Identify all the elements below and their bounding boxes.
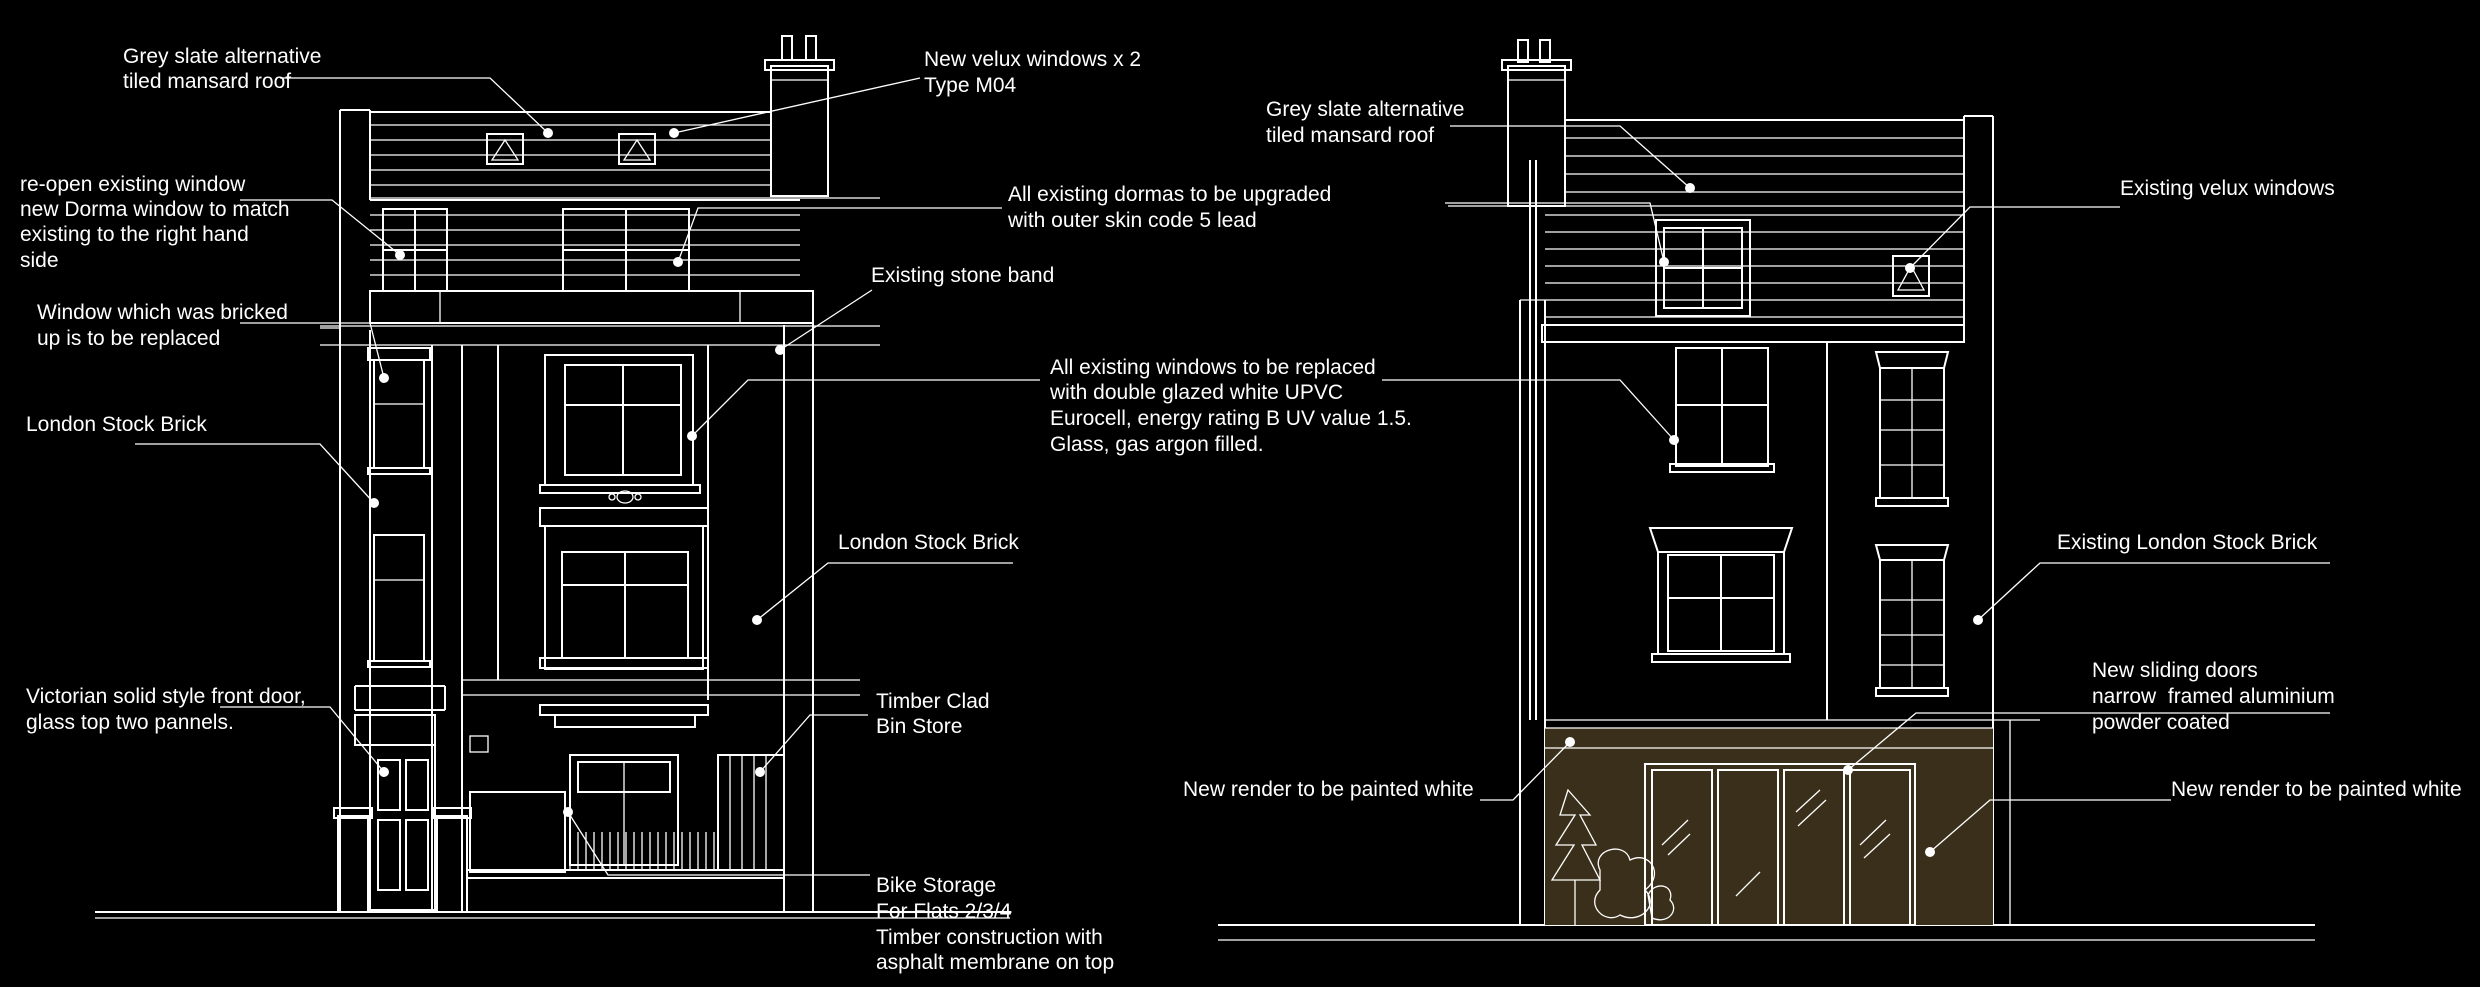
note-brick-left: London Stock Brick (26, 413, 207, 436)
note-rear-brick: Existing London Stock Brick (2057, 531, 2318, 554)
note-front-roof: Grey slate alternative tiled mansard roo… (123, 45, 327, 93)
rear-mansard-roof (1448, 115, 1994, 925)
front-facade (320, 290, 860, 913)
note-render-right: New render to be painted white (2171, 778, 2462, 801)
rear-elevation (1218, 39, 2315, 941)
note-bricked-window: Window which was bricked up is to be rep… (37, 301, 294, 350)
front-velux-window-2 (618, 133, 656, 165)
note-windows-replaced: All existing windows to be replaced with… (1049, 356, 1418, 456)
note-stone-band: Existing stone band (871, 264, 1054, 287)
front-dormer-level (320, 199, 880, 346)
note-render-left: New render to be painted white (1183, 778, 1474, 801)
note-sliding-doors: New sliding doors narrow framed aluminiu… (2092, 659, 2341, 734)
front-elevation (95, 35, 1010, 919)
note-dormas: All existing dormas to be upgraded with … (1007, 183, 1337, 232)
rear-extension (1545, 720, 2011, 926)
front-mansard-roof (339, 109, 880, 290)
front-notes: Grey slate alternative tiled mansard roo… (20, 45, 1418, 974)
note-rear-roof: Grey slate alternative tiled mansard roo… (1266, 98, 1470, 147)
rear-facade (1519, 160, 2040, 925)
note-front-velux: New velux windows x 2 Type M04 (924, 48, 1147, 97)
note-front-door: Victorian solid style front door, glass … (26, 685, 312, 734)
rear-notes: Grey slate alternative tiled mansard roo… (1183, 98, 2462, 801)
rear-shrub (1550, 788, 1675, 925)
front-velux-window-1 (486, 133, 524, 165)
note-bin-store: Timber Clad Bin Store (876, 690, 995, 738)
note-rear-velux: Existing velux windows (2120, 177, 2335, 200)
rear-velux-window (1892, 255, 1930, 297)
note-brick-right: London Stock Brick (838, 531, 1019, 554)
annotation-leaders (135, 77, 2330, 876)
front-chimney (764, 35, 835, 197)
note-reopen-window: re-open existing window new Dorma window… (20, 173, 295, 272)
note-bike-storage: Bike Storage For Flats 2/3/4 Timber cons… (876, 874, 1114, 974)
